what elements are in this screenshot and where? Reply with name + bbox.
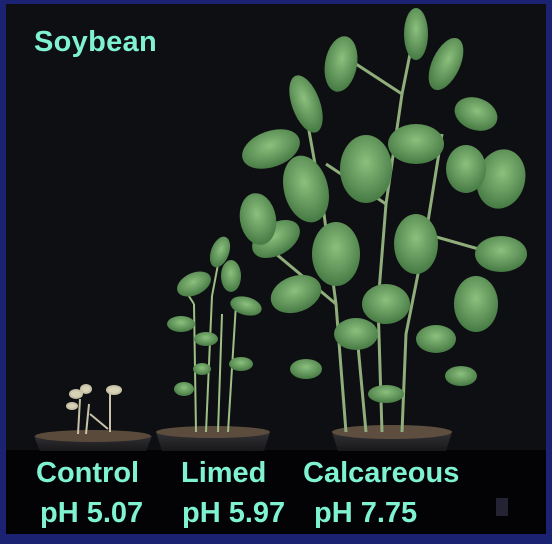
plant-limed [167, 236, 262, 433]
slide-marker [496, 498, 508, 516]
pot-calcareous [332, 425, 452, 451]
pot-limed [156, 426, 270, 451]
label-control: Control [36, 457, 140, 489]
soybean-photo: Soybean Control Limed Calcareous pH 5.07… [6, 4, 546, 534]
label-limed: Limed [181, 457, 267, 489]
plant-control [66, 384, 122, 435]
caption-band [6, 450, 546, 534]
pot-control [34, 430, 152, 451]
photo-title: Soybean [34, 26, 157, 58]
ph-control: pH 5.07 [40, 497, 144, 529]
plant-calcareous [239, 8, 527, 433]
ph-calcareous: pH 7.75 [314, 497, 418, 529]
ph-limed: pH 5.97 [182, 497, 286, 529]
label-calcareous: Calcareous [303, 457, 460, 489]
plant-illustration [6, 8, 546, 534]
